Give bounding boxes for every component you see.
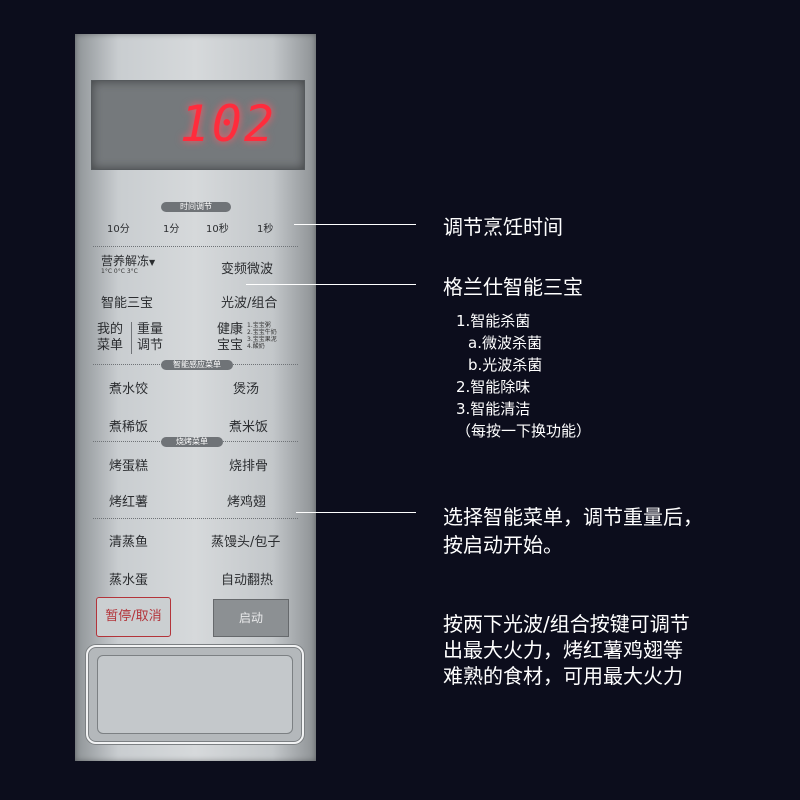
triangle-down-icon: ▼ — [149, 258, 156, 267]
list-item: a.微波杀菌 — [468, 334, 542, 352]
porridge-button[interactable]: 煮稀饭 — [109, 420, 149, 435]
roast-ribs-button[interactable]: 烧排骨 — [229, 459, 269, 474]
divider — [93, 246, 298, 247]
time-section-title: 时间调节 — [161, 202, 231, 212]
annotation-line: 按两下光波/组合按键可调节 — [443, 612, 690, 636]
door-handle-inset — [97, 655, 293, 734]
annotation-line: 按启动开始。 — [443, 533, 563, 557]
list-item: 3.智能清洁 — [456, 400, 531, 418]
boil-dumplings-button[interactable]: 煮水饺 — [109, 382, 149, 397]
bake-cake-button[interactable]: 烤蛋糕 — [109, 459, 149, 474]
bake-section-title: 烧烤菜单 — [161, 437, 223, 447]
leader-line-smart-three — [246, 284, 416, 285]
nutrition-defrost-button[interactable]: 营养解冻▼ — [101, 254, 156, 268]
inverter-microwave-button[interactable]: 变频微波 — [221, 262, 274, 277]
annotation-smart-three-list: 1.智能杀菌 a.微波杀菌 b.光波杀菌 2.智能除味 3.智能清洁 （每按一下… — [456, 310, 591, 442]
steamed-fish-button[interactable]: 清蒸鱼 — [109, 535, 149, 550]
divider — [131, 322, 132, 354]
annotation-max-power: 按两下光波/组合按键可调节 出最大火力，烤红薯鸡翅等 难熟的食材，可用最大火力 — [443, 611, 690, 689]
annotation-adjust-time: 调节烹饪时间 — [443, 215, 563, 239]
list-item: 2.智能除味 — [456, 378, 531, 396]
chicken-wings-button[interactable]: 烤鸡翅 — [227, 495, 267, 510]
light-combo-button[interactable]: 光波/组合 — [221, 296, 278, 311]
control-panel: 102 时间调节 10分 1分 10秒 1秒 营养解冻▼ 1°C 0°C 3°C… — [75, 34, 316, 761]
door-handle[interactable] — [86, 645, 304, 744]
leader-line-time — [294, 224, 416, 225]
annotation-line: 难熟的食材，可用最大火力 — [443, 664, 683, 688]
led-display: 102 — [91, 80, 305, 170]
time-10sec-button[interactable]: 10秒 — [206, 224, 229, 235]
steamed-buns-button[interactable]: 蒸馒头/包子 — [211, 535, 281, 550]
divider — [93, 518, 298, 519]
time-1min-button[interactable]: 1分 — [163, 224, 180, 235]
annotation-smart-three-title: 格兰仕智能三宝 — [443, 275, 583, 299]
list-item: b.光波杀菌 — [468, 356, 543, 374]
soup-button[interactable]: 煲汤 — [233, 382, 260, 397]
auto-reheat-button[interactable]: 自动翻热 — [221, 573, 274, 588]
weight-adjust-button[interactable]: 重量调节 — [137, 322, 164, 353]
rice-button[interactable]: 煮米饭 — [229, 420, 269, 435]
list-item: （每按一下换功能） — [456, 422, 592, 440]
display-digits: 102 — [179, 95, 276, 153]
leader-line-menu — [296, 512, 416, 513]
annotation-line: 出最大火力，烤红薯鸡翅等 — [443, 638, 683, 662]
time-1sec-button[interactable]: 1秒 — [257, 224, 274, 235]
sensor-section-title: 智能感应菜单 — [161, 360, 233, 370]
annotation-line: 选择智能菜单，调节重量后， — [443, 505, 703, 529]
annotation-smart-menu: 选择智能菜单，调节重量后， 按启动开始。 — [443, 503, 703, 559]
steamed-egg-button[interactable]: 蒸水蛋 — [109, 573, 149, 588]
smart-three-button[interactable]: 智能三宝 — [101, 296, 154, 311]
time-10min-button[interactable]: 10分 — [107, 224, 130, 235]
start-button[interactable]: 启动 — [213, 599, 289, 637]
defrost-temps: 1°C 0°C 3°C — [101, 268, 138, 275]
sweet-potato-button[interactable]: 烤红薯 — [109, 495, 149, 510]
pause-cancel-button[interactable]: 暂停/取消 — [96, 597, 171, 637]
my-menu-button[interactable]: 我的菜单 — [97, 322, 124, 353]
list-item: 1.智能杀菌 — [456, 312, 531, 330]
health-baby-button[interactable]: 健康宝宝 — [217, 322, 244, 353]
